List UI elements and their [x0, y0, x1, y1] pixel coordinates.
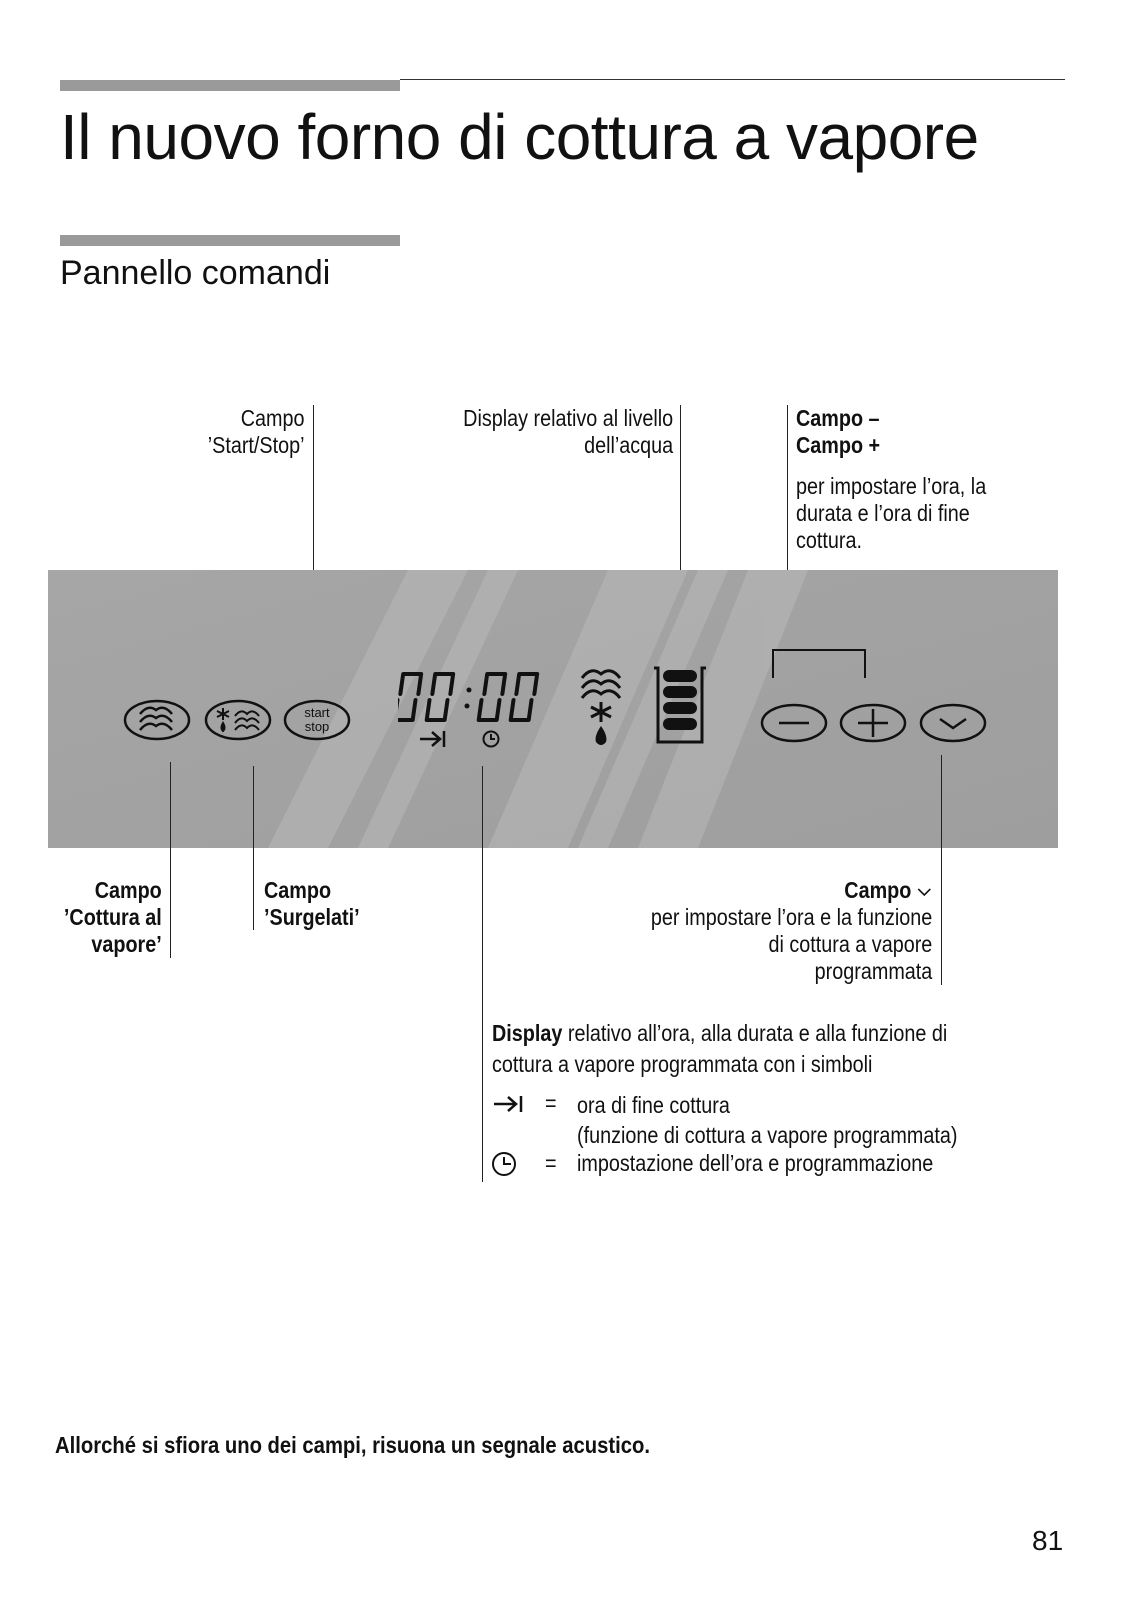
label-frozen: Campo ’Surgelati’	[264, 877, 360, 930]
leader-frozen	[253, 766, 254, 930]
steam-icon	[139, 706, 173, 731]
plus-button[interactable]	[838, 702, 908, 744]
legend-eq-2: =	[545, 1150, 557, 1176]
leader-display	[482, 766, 483, 1182]
label-steam: Campo ’Cottura al vapore’	[64, 877, 162, 957]
start-stop-button[interactable]: start stop	[282, 698, 352, 742]
leader-check	[941, 755, 942, 985]
clock-icon	[482, 730, 500, 748]
section-title: Pannello comandi	[60, 254, 331, 292]
stop-label: stop	[305, 719, 330, 734]
frozen-icon	[216, 708, 260, 733]
title-rule-thin	[400, 79, 1065, 80]
check-button[interactable]	[918, 702, 988, 744]
legend-clock-icon	[492, 1152, 516, 1176]
water-drop-icon	[580, 669, 622, 745]
steam-button[interactable]	[122, 698, 192, 742]
section-rule	[60, 235, 400, 246]
legend-text-2: impostazione dell’ora e programmazione	[577, 1150, 934, 1176]
leader-steam	[170, 762, 171, 958]
plus-icon	[858, 709, 888, 737]
end-time-icon	[420, 731, 446, 747]
frozen-button[interactable]	[203, 698, 273, 742]
page-number: 81	[1032, 1525, 1064, 1556]
start-label: start	[304, 705, 330, 720]
leader-start-stop	[313, 405, 314, 670]
page-title: Il nuovo forno di cottura a vapore	[60, 101, 979, 173]
title-rule-thick	[60, 80, 400, 91]
display-description: Display relativo all’ora, alla durata e …	[492, 1020, 948, 1077]
legend-text-1: ora di fine cottura (funzione di cottura…	[577, 1092, 958, 1148]
label-check: Campo per impostare l’ora e la funzione …	[650, 877, 932, 984]
label-minus-plus: Campo – Campo + per impostare l’ora, la …	[796, 405, 987, 553]
panel-reflections	[268, 570, 808, 848]
label-water-level: Display relativo al livello dell’acqua	[463, 405, 673, 458]
legend-eq-1: =	[545, 1090, 557, 1116]
time-display	[398, 672, 540, 722]
control-panel	[48, 570, 1058, 848]
check-icon	[939, 717, 967, 730]
leader-minus-plus	[787, 405, 788, 650]
leader-water-level	[680, 405, 681, 672]
check-small-icon	[917, 888, 931, 897]
legend-end-time-icon	[494, 1096, 523, 1112]
footer-note: Allorché si sfiora uno dei campi, risuon…	[55, 1432, 650, 1458]
water-level-icon	[654, 666, 706, 744]
minus-button[interactable]	[759, 702, 829, 744]
label-start-stop: Campo ’Start/Stop’	[207, 405, 304, 458]
minus-plus-bracket	[772, 649, 866, 678]
